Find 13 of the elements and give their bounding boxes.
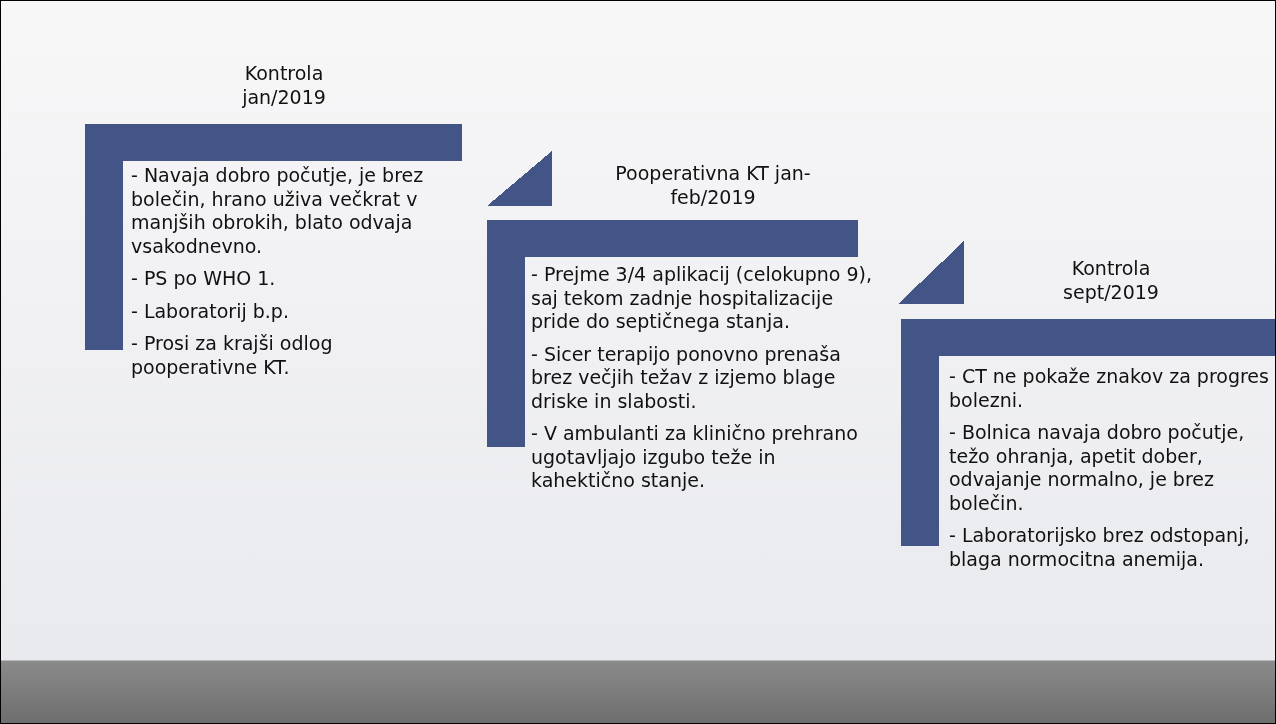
bullet-text: - Laboratorijsko brez odstopanj, blaga normocitna anemija.: [949, 524, 1251, 571]
bullet-text: - Prejme 3/4 aplikacij (celokupno 9), saj tekom zadnje hospitalizacije pride do septičnega stanja.: [531, 263, 873, 334]
bullet-text: - Prosi za krajši odlog pooperativne KT.: [131, 332, 334, 379]
bullet-text: - CT ne pokaže znakov za progres bolezni.: [949, 365, 1270, 412]
bullet-text: - Navaja dobro počutje, je brez bolečin, hrano uživa večkrat v manjših obrokih, blato odvaja vsakodnevno.: [131, 164, 425, 258]
bullet-text: - Bolnica navaja dobro počutje, težo ohranja, apetit dober, odvajanje normalno, je brez bolečin.: [949, 421, 1246, 515]
bullet-text: - Sicer terapijo ponovno prenaša brez večjih težav z izjemo blage driske in slabosti.: [531, 342, 842, 413]
step-heading: Kontrola jan/2019: [241, 61, 327, 109]
bullet-text: - V ambulanti za klinično prehrano ugotavljajo izgubo teže in kahektično stanje.: [531, 422, 859, 493]
bullet-text: - Laboratorij b.p.: [131, 299, 290, 323]
step-heading: Pooperativna KT jan-feb/2019: [614, 161, 812, 209]
bullet-text: - PS po WHO 1.: [131, 267, 277, 291]
step-heading: Kontrola sept/2019: [1062, 256, 1160, 304]
